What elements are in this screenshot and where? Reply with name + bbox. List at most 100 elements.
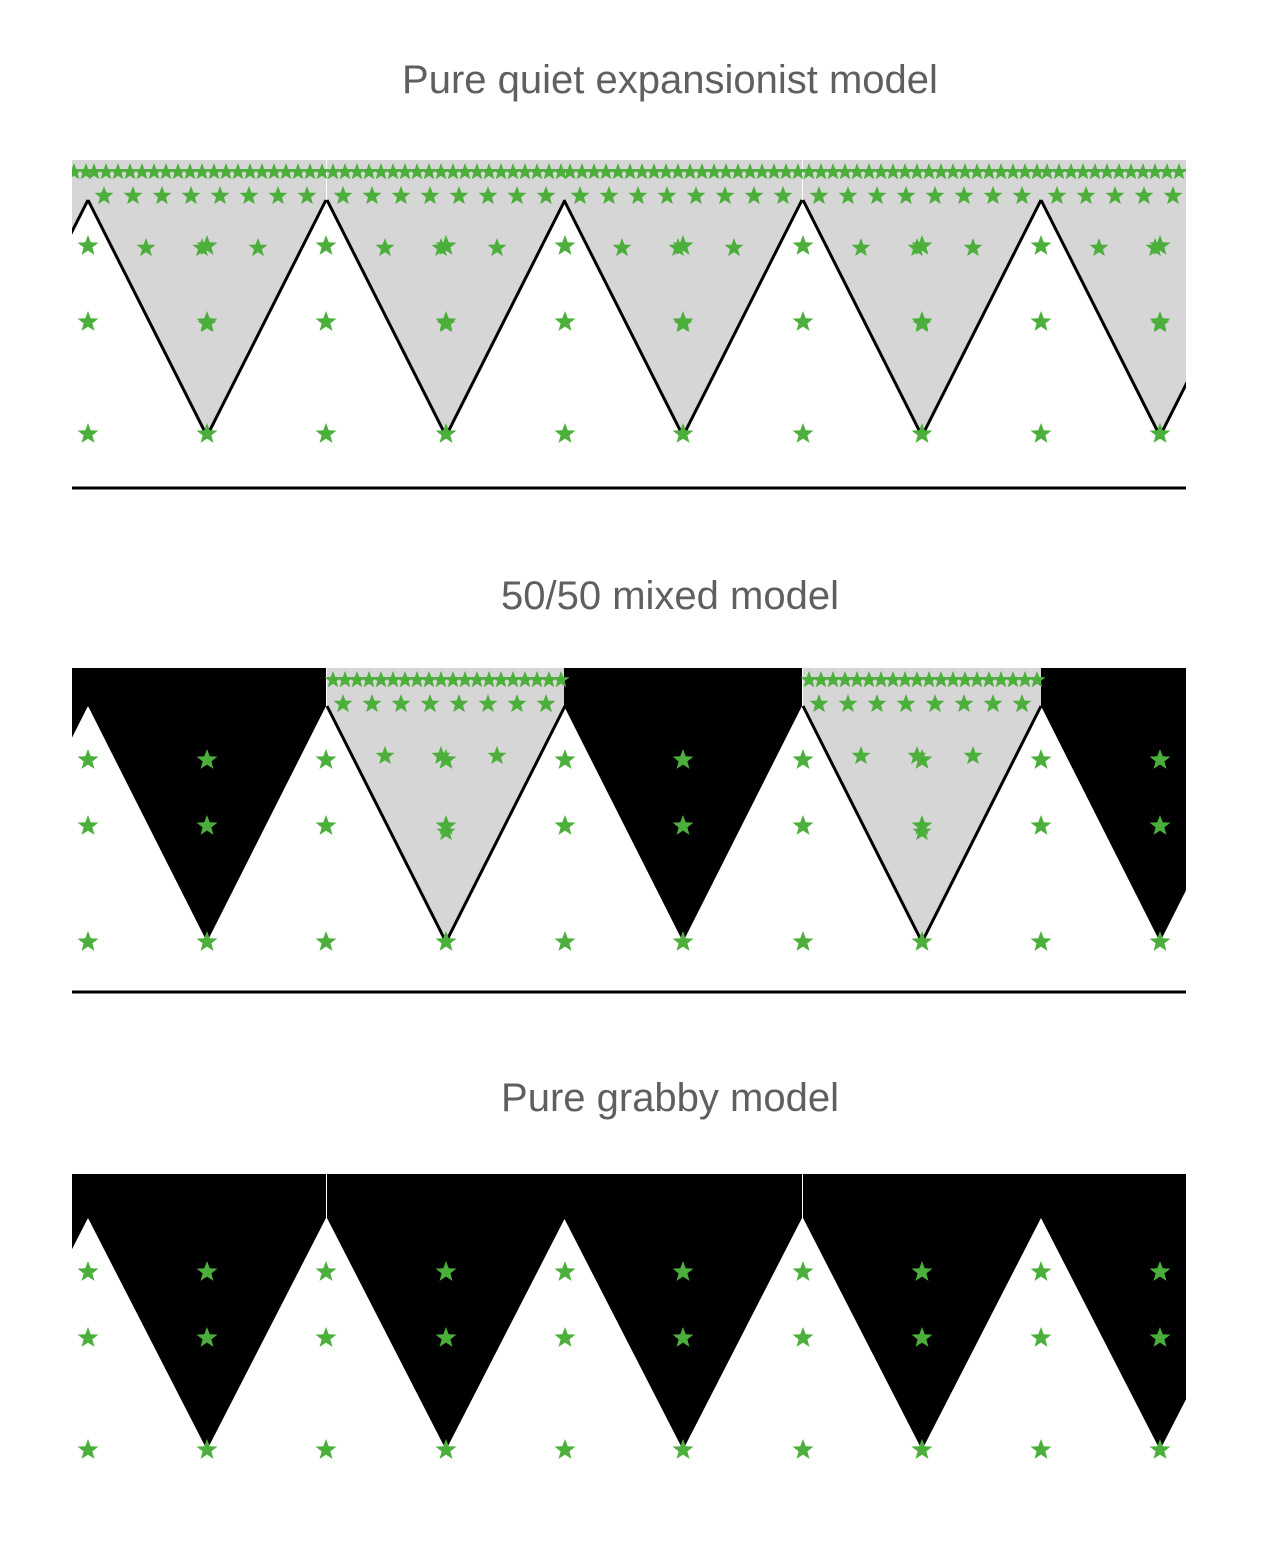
star-icon: [507, 694, 527, 713]
star-icon: [1030, 815, 1052, 835]
star-icon: [609, 163, 627, 180]
star-icon: [396, 163, 414, 180]
star-icon: [77, 749, 99, 769]
quiet-civilization-region: [803, 668, 1041, 942]
star-icon: [487, 238, 507, 257]
star-icon: [435, 1261, 457, 1281]
star-icon: [1030, 931, 1052, 951]
star-icon: [792, 235, 814, 255]
star-icon: [1150, 314, 1170, 333]
star-icon: [925, 694, 945, 713]
star-icon: [210, 186, 230, 205]
star-icon: [552, 163, 570, 180]
star-icon: [1145, 238, 1165, 257]
star-icon: [932, 671, 950, 688]
star-icon: [597, 163, 615, 180]
star-icon: [954, 694, 974, 713]
star-icon: [1221, 186, 1240, 204]
grabby-civilization-region: [1041, 668, 1186, 942]
star-icon: [420, 671, 438, 688]
star-icon: [77, 423, 99, 443]
star-icon: [432, 671, 450, 688]
star-icon: [968, 163, 986, 180]
star-icon: [848, 163, 866, 180]
star-icon: [554, 1439, 576, 1459]
star-icon: [686, 186, 706, 205]
star-icon: [1030, 235, 1052, 255]
star-icon: [196, 423, 218, 443]
star-icon: [812, 671, 830, 688]
star-icon: [133, 163, 151, 180]
star-icon: [85, 163, 103, 180]
star-icon: [315, 749, 337, 769]
star-icon: [1030, 749, 1052, 769]
star-icon: [468, 163, 486, 180]
star-icon: [1134, 186, 1154, 205]
star-icon: [324, 671, 342, 688]
star-icon: [585, 163, 603, 180]
star-icon: [908, 671, 926, 688]
star-icon: [672, 1261, 694, 1281]
star-icon: [657, 186, 677, 205]
star-icon: [1122, 163, 1140, 180]
star-icon: [554, 1327, 576, 1347]
star-icon: [362, 186, 382, 205]
star-icon: [480, 163, 498, 180]
star-icon: [1158, 163, 1176, 180]
star-icon: [920, 163, 938, 180]
star-icon: [1254, 163, 1271, 179]
star-icon: [248, 238, 268, 257]
star-icon: [896, 163, 914, 180]
star-icon: [983, 694, 1003, 713]
star-icon: [715, 186, 735, 205]
star-icon: [792, 1261, 814, 1281]
star-icon: [792, 931, 814, 951]
star-icon: [911, 423, 933, 443]
star-icon: [435, 423, 457, 443]
star-icon: [435, 749, 457, 769]
star-icon: [384, 671, 402, 688]
star-icon: [980, 163, 998, 180]
star-icon: [1030, 1327, 1052, 1347]
star-icon: [229, 163, 247, 180]
star-icon: [956, 671, 974, 688]
star-icon: [848, 671, 866, 688]
star-icon: [1149, 1327, 1171, 1347]
star-icon: [1242, 163, 1259, 179]
star-icon: [1149, 1439, 1171, 1459]
star-icon: [145, 163, 163, 180]
star-icon: [408, 671, 426, 688]
star-icon: [911, 749, 933, 769]
star-icon: [384, 163, 402, 180]
star-icon: [884, 163, 902, 180]
quiet-civilization-region: [72, 160, 88, 232]
star-icon: [478, 694, 498, 713]
star-icon: [554, 423, 576, 443]
star-icon: [907, 238, 927, 257]
star-icon: [824, 163, 842, 180]
quiet-civilization-region: [1041, 160, 1186, 436]
star-icon: [372, 163, 390, 180]
star-icon: [196, 1439, 218, 1459]
star-icon: [333, 186, 353, 205]
star-icon: [420, 186, 440, 205]
star-icon: [468, 671, 486, 688]
star-icon: [1012, 186, 1032, 205]
grabby-civilization-region: [564, 668, 802, 942]
star-icon: [1004, 671, 1022, 688]
star-icon: [136, 238, 156, 257]
star-icon: [705, 163, 723, 180]
star-icon: [205, 163, 223, 180]
star-icon: [669, 163, 687, 180]
star-icon: [570, 186, 590, 205]
star-icon: [1012, 694, 1032, 713]
star-icon: [121, 163, 139, 180]
star-icon: [1076, 186, 1096, 205]
star-icon: [336, 671, 354, 688]
star-icon: [1182, 169, 1186, 180]
star-icon: [872, 163, 890, 180]
star-icon: [867, 186, 887, 205]
star-icon: [992, 671, 1010, 688]
star-icon: [444, 671, 462, 688]
star-icon: [1105, 186, 1125, 205]
